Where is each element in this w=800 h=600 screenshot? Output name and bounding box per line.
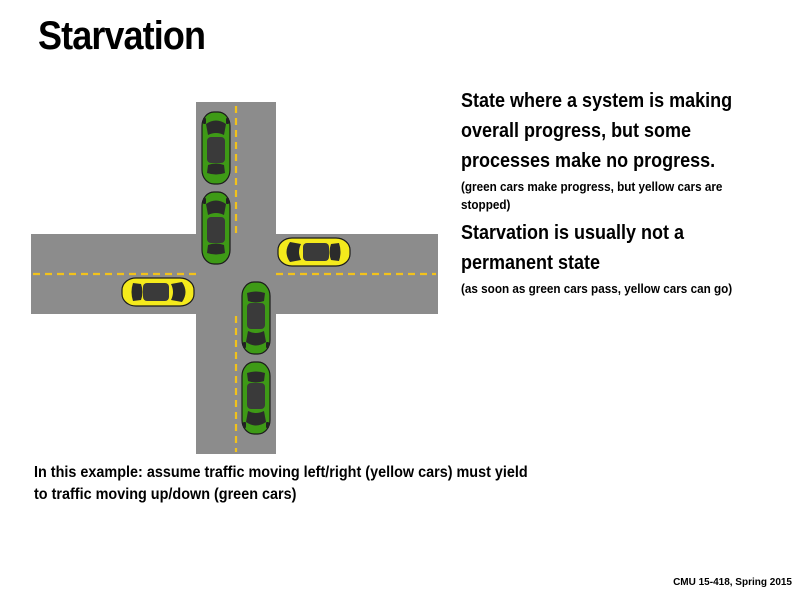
green-car [241,281,271,355]
slide-title: Starvation [38,14,206,58]
green-car [241,361,271,435]
green-car [201,111,231,185]
bullet-definition: State where a system is making overall p… [461,86,767,214]
yellow-car [277,237,351,267]
green-car [201,191,231,265]
bullet-main: Starvation is usually not a permanent st… [461,222,685,274]
yellow-car [121,277,195,307]
course-footer: CMU 15-418, Spring 2015 [673,577,792,588]
lane-markings [33,106,436,452]
example-text: In this example: assume traffic moving l… [34,464,528,503]
bullet-not-permanent: Starvation is usually not a permanent st… [461,218,767,298]
bullet-sub: (as soon as green cars pass, yellow cars… [461,281,733,296]
bullet-main: State where a system is making overall p… [461,90,733,172]
bullet-sub: (green cars make progress, but yellow ca… [461,179,723,212]
